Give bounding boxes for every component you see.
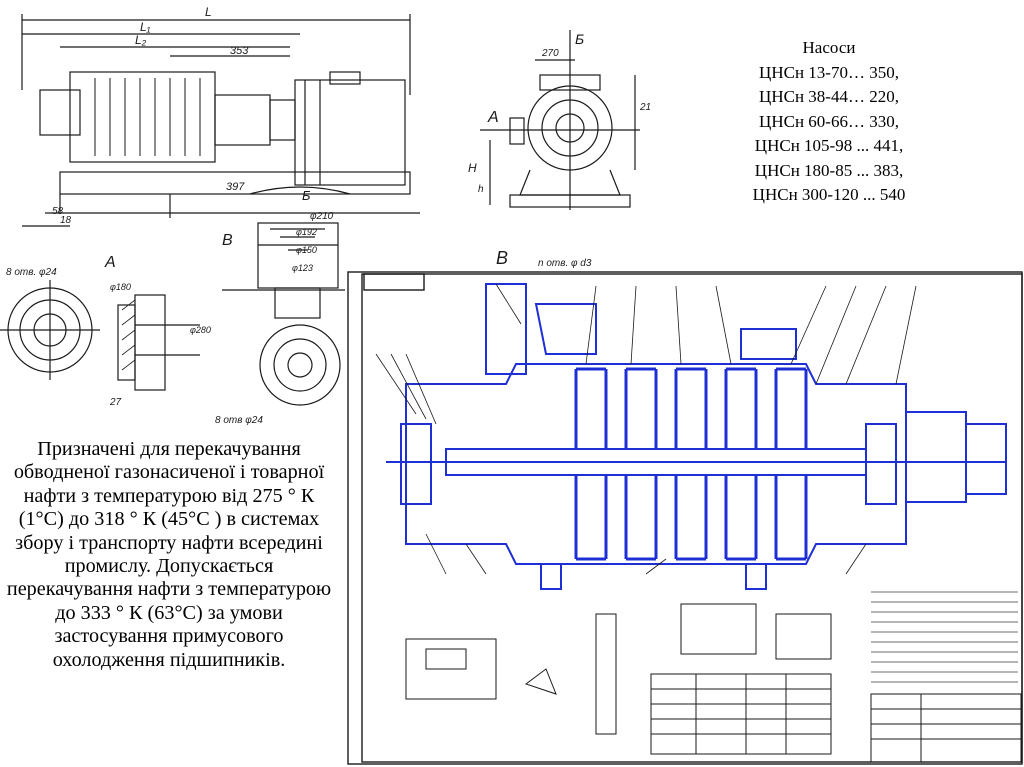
flange-sections: 8 отв. φ24 A B φ210 φ192 φ150 φ123 φ280 … [0,211,345,426]
dim-phi123: φ123 [292,263,313,273]
section-B-label: Б [302,188,311,203]
dim-h: h [478,184,484,195]
pump-model: ЦНСн 180-85 ... 383, [754,160,904,180]
holes-bottom-label: 8 отв φ24 [215,415,263,426]
holes-top-label: 8 отв. φ24 [6,267,57,278]
pump-model: ЦНСн 105-98 ... 441, [754,136,904,155]
pump-model: ЦНСн 300-120 ... 540 [752,185,906,204]
dim-phi280: φ280 [190,325,211,335]
pump-list-title: Насоси [802,38,856,57]
pump-model: ЦНСн 38-44… 220, [759,87,899,106]
dim-58: 58 [52,206,64,217]
dim-270: 270 [541,48,559,59]
dim-210: 210 [639,102,650,113]
dim-18: 18 [60,215,72,226]
pump-end-view: Б 270 210 A H h [468,30,650,210]
dim-397: 397 [226,181,245,193]
pump-model: ЦНСн 60-66… 330, [759,111,899,131]
dim-L: L [205,5,212,19]
section-V-label: B [222,232,233,249]
dim-phi150: φ150 [296,245,317,255]
dim-27: 27 [109,397,122,408]
main-view-V-label: B [496,248,508,268]
dim-353: 353 [230,45,249,57]
pump-models-list: Насоси ЦНСн 13-70… 350, ЦНСн 38-44… 220,… [724,36,934,208]
section-A-label: A [104,254,116,271]
view-A-label: A [487,109,499,126]
dim-L2: L₂ [135,33,147,47]
pump-model: ЦНСн 13-70… 350, [759,62,899,82]
main-holes-label: n отв. φ d3 [538,258,592,269]
pump-assembly-drawing: B n отв. φ d3 [347,248,1023,765]
view-B-label: Б [575,31,584,47]
dim-H: H [468,161,477,175]
dim-phi192: φ192 [296,227,317,237]
pump-unit-side-view: L L₁ L₂ 353 397 58 18 Б [21,5,420,227]
dim-phi180: φ180 [110,282,131,292]
dim-phi210: φ210 [310,211,334,222]
dim-L1: L₁ [140,20,151,34]
pump-description: Призначені для перекачування обводненої … [6,438,332,671]
